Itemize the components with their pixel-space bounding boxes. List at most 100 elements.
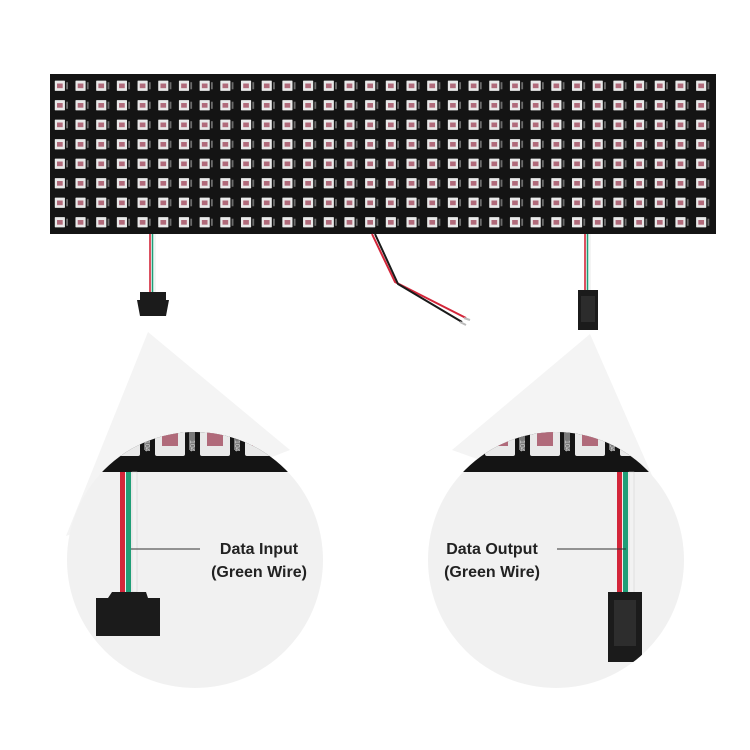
capacitor bbox=[293, 121, 296, 129]
led-die bbox=[574, 181, 580, 186]
led-die bbox=[615, 83, 622, 89]
led-pixel bbox=[323, 197, 337, 208]
led-pixel bbox=[75, 178, 89, 189]
led-die bbox=[429, 142, 436, 147]
led-die bbox=[553, 181, 560, 186]
capacitor bbox=[645, 101, 648, 109]
capacitor bbox=[335, 140, 337, 148]
capacitor bbox=[335, 121, 337, 129]
led-die bbox=[57, 122, 63, 128]
capacitor bbox=[707, 160, 710, 168]
capacitor bbox=[500, 140, 503, 148]
led-die bbox=[512, 142, 518, 147]
zoom-output-connector-slot bbox=[614, 600, 636, 646]
capacitor bbox=[148, 121, 151, 129]
led-pixel bbox=[696, 217, 710, 228]
capacitor bbox=[562, 121, 565, 129]
capacitor bbox=[86, 82, 89, 90]
capacitor bbox=[190, 199, 193, 207]
led-pixel bbox=[634, 178, 648, 189]
capacitor bbox=[355, 140, 358, 148]
led-die bbox=[491, 200, 498, 206]
led-die bbox=[119, 142, 125, 147]
capacitor bbox=[521, 160, 524, 168]
led-die bbox=[57, 161, 63, 167]
led-die bbox=[181, 122, 187, 128]
led-pixel bbox=[530, 158, 544, 169]
zoom-wire-green bbox=[623, 472, 628, 598]
capacitor bbox=[148, 82, 151, 90]
led-die bbox=[594, 181, 601, 186]
capacitor bbox=[562, 160, 565, 168]
capacitor bbox=[521, 82, 524, 90]
capacitor bbox=[314, 140, 317, 148]
capacitor bbox=[169, 121, 172, 129]
led-die bbox=[615, 220, 622, 225]
led-pixel bbox=[468, 178, 482, 189]
led-die bbox=[408, 122, 415, 128]
led-die bbox=[222, 83, 229, 89]
capacitor bbox=[66, 199, 68, 207]
led-die bbox=[388, 200, 394, 206]
led-pixel bbox=[220, 197, 234, 208]
led-pixel bbox=[116, 100, 131, 111]
led-die bbox=[636, 83, 642, 89]
capacitor bbox=[86, 218, 89, 226]
led-pixel bbox=[344, 139, 358, 150]
led-die bbox=[325, 220, 332, 225]
led-pixel bbox=[158, 100, 172, 111]
led-die bbox=[160, 220, 167, 225]
led-die bbox=[532, 103, 539, 108]
led-die bbox=[119, 83, 125, 89]
led-pixel bbox=[240, 100, 255, 111]
led-die bbox=[346, 142, 353, 147]
capacitor bbox=[707, 218, 710, 226]
zoom-led-housing bbox=[67, 432, 95, 456]
led-die bbox=[450, 103, 456, 108]
led-die bbox=[201, 142, 208, 147]
capacitor bbox=[479, 179, 482, 187]
led-pixel bbox=[530, 178, 544, 189]
power-wire-pair bbox=[371, 233, 471, 326]
led-die bbox=[181, 181, 187, 186]
led-die bbox=[677, 122, 684, 128]
capacitor bbox=[686, 179, 689, 187]
capacitor bbox=[169, 82, 172, 90]
led-die bbox=[243, 142, 249, 147]
capacitor bbox=[252, 179, 255, 187]
led-die bbox=[656, 161, 663, 167]
capacitor bbox=[624, 160, 627, 168]
led-die bbox=[491, 181, 498, 186]
capacitor bbox=[107, 160, 110, 168]
capacitor bbox=[293, 101, 296, 109]
led-die bbox=[201, 220, 208, 225]
led-pixel bbox=[137, 217, 151, 228]
led-pixel bbox=[489, 139, 503, 150]
capacitor bbox=[314, 218, 317, 226]
led-die bbox=[201, 200, 208, 206]
led-pixel bbox=[158, 80, 172, 91]
zoom-wire-red bbox=[617, 472, 622, 598]
zoom-wire-green bbox=[126, 472, 131, 592]
led-die bbox=[77, 220, 84, 225]
led-die bbox=[615, 200, 622, 206]
led-die bbox=[263, 122, 270, 128]
capacitor bbox=[500, 179, 503, 187]
led-die bbox=[346, 161, 353, 167]
capacitor bbox=[397, 82, 399, 90]
capacitor bbox=[314, 179, 317, 187]
led-die bbox=[367, 220, 374, 225]
led-pixel bbox=[468, 217, 482, 228]
led-die bbox=[450, 142, 456, 147]
led-die bbox=[305, 142, 311, 147]
led-die bbox=[305, 200, 311, 206]
led-die bbox=[574, 200, 580, 206]
led-die bbox=[222, 122, 229, 128]
led-pixel bbox=[489, 197, 503, 208]
led-pixel bbox=[592, 119, 606, 130]
led-die bbox=[553, 200, 560, 206]
led-die bbox=[57, 103, 63, 108]
capacitor bbox=[438, 160, 441, 168]
led-die bbox=[77, 122, 84, 128]
